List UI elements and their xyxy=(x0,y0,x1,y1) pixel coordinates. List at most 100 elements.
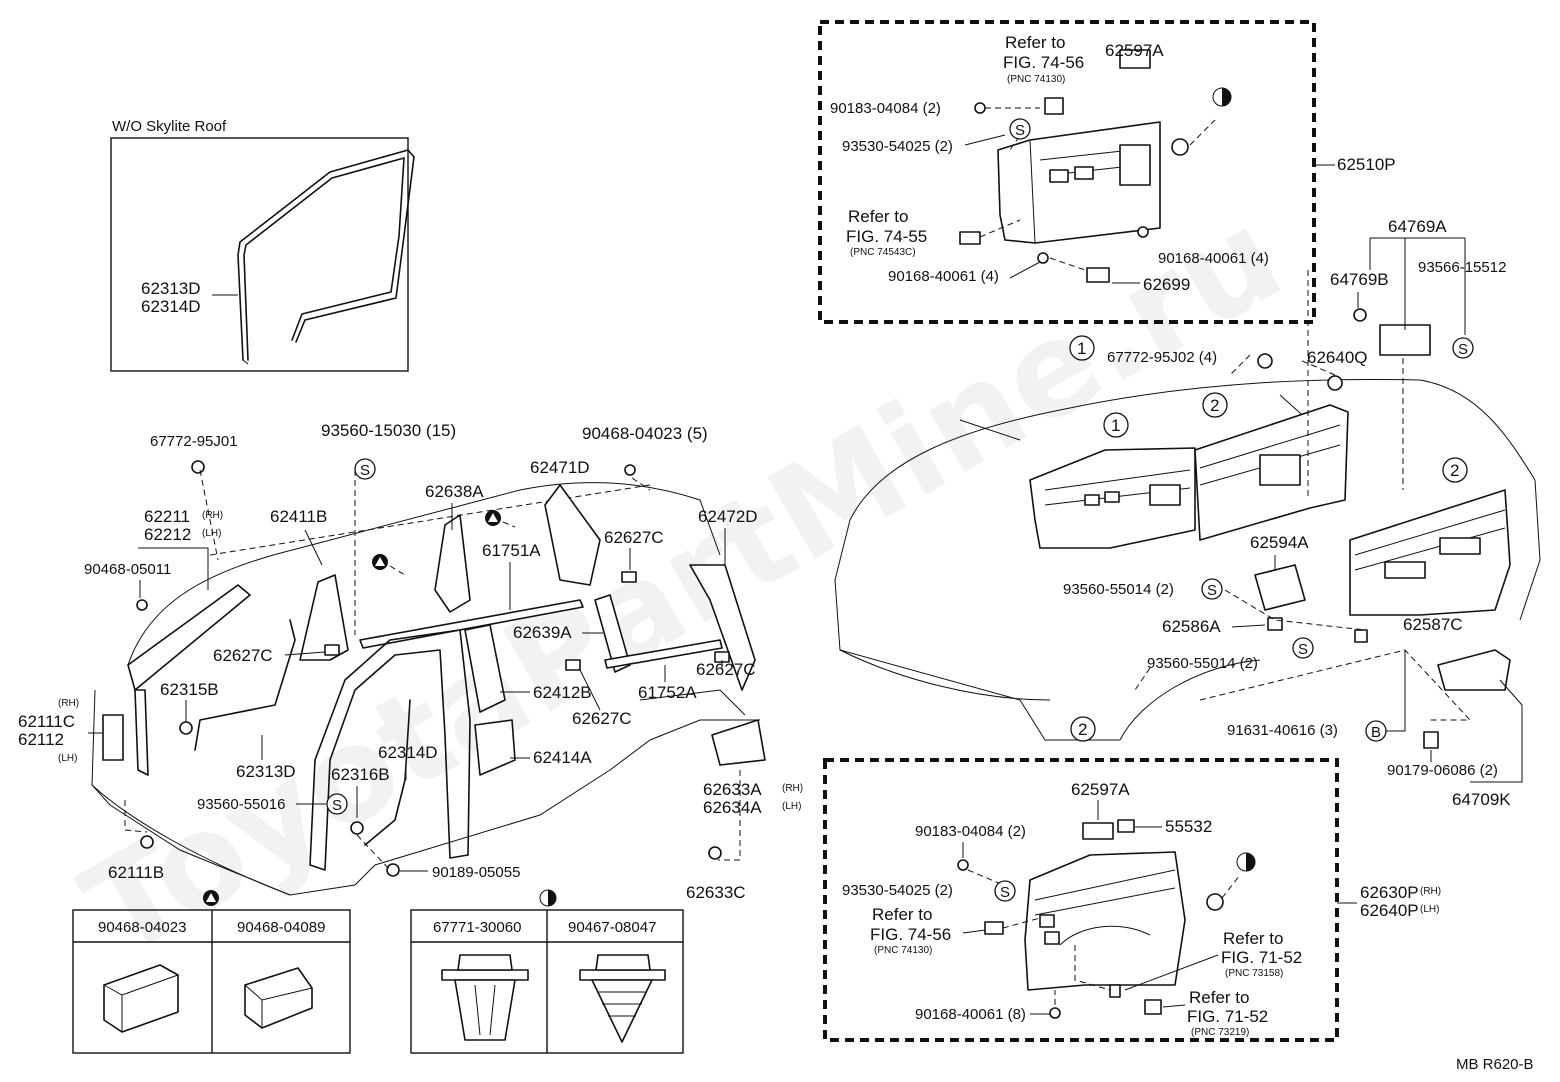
part-label-62315B: 62315B xyxy=(160,680,219,699)
circle-two-marker xyxy=(1202,392,1228,418)
clip-drawing xyxy=(103,964,313,1033)
part-label-62111B: 62111B xyxy=(108,863,164,882)
figure-reference: FIG. 74-56 xyxy=(1003,53,1084,72)
fastener-part-number: 90468-04023 xyxy=(98,919,186,936)
part-label-90183-04084-b: 90183-04084 (2) xyxy=(915,823,1026,840)
part-label-62412B: 62412B xyxy=(533,683,592,702)
part-label-62313D-b: 62313D xyxy=(236,762,296,781)
part-label-62594A: 62594A xyxy=(1250,533,1309,552)
pnc-reference: (PNC 74130) xyxy=(1007,74,1065,85)
refer-to-label: Refer to xyxy=(1005,33,1065,52)
s-mark xyxy=(994,880,1016,902)
part-label-62699: 62699 xyxy=(1143,275,1190,294)
footer-code: MB R620-B xyxy=(1456,1056,1534,1073)
part-label-55532: 55532 xyxy=(1165,817,1212,836)
triangle-marker xyxy=(485,510,501,526)
circle-two-text: 2 xyxy=(1210,396,1219,415)
part-label-62316B: 62316B xyxy=(331,765,390,784)
part-label-64769B: 64769B xyxy=(1330,270,1389,289)
part-label-62211: 62211 xyxy=(144,507,190,526)
s-mark-text: S xyxy=(1015,122,1025,139)
s-mark xyxy=(1452,337,1474,359)
part-label-62212: 62212 xyxy=(144,525,191,544)
quarter-trim-lower-drawing xyxy=(957,819,1241,1019)
part-label-62313D: 62313D xyxy=(141,279,201,298)
circle-one-text: 1 xyxy=(1077,339,1086,358)
half-circle-marker xyxy=(1212,87,1232,107)
refer-to-label: Refer to xyxy=(1223,929,1283,948)
part-label-90168-40061-b: 90168-40061 (8) xyxy=(915,1006,1026,1023)
refer-to-label: Refer to xyxy=(872,905,932,924)
s-mark-text: S xyxy=(332,797,342,814)
part-label-91631-40616: 91631-40616 (3) xyxy=(1227,722,1338,739)
s-mark xyxy=(1292,637,1314,659)
s-mark-text: S xyxy=(1000,884,1010,901)
part-label-93566-15512: 93566-15512 xyxy=(1418,259,1506,276)
circle-one-text: 1 xyxy=(1111,416,1120,435)
rh-tag: (RH) xyxy=(202,510,223,521)
part-label-62414A: 62414A xyxy=(533,748,592,767)
rh-tag: (RH) xyxy=(1420,886,1441,897)
figure-reference: FIG. 71-52 xyxy=(1221,948,1302,967)
pnc-reference: (PNC 74130) xyxy=(874,945,932,956)
part-label-90468-04023: 90468-04023 (5) xyxy=(582,424,708,443)
part-label-90168-40061: 90168-40061 (4) xyxy=(888,268,999,285)
part-label-62633C: 62633C xyxy=(686,883,746,902)
part-label-62112: 62112 xyxy=(18,730,64,749)
refer-to-label: Refer to xyxy=(1189,988,1249,1007)
fastener-part-number: 90468-04089 xyxy=(237,919,325,936)
quarter-trim-upper-drawing xyxy=(959,49,1216,283)
part-label-90468-05011: 90468-05011 xyxy=(84,561,171,578)
inset-title: W/O Skylite Roof xyxy=(112,118,227,135)
lh-tag: (LH) xyxy=(1420,904,1439,915)
figure-reference: FIG. 71-52 xyxy=(1187,1007,1268,1026)
s-mark-text: S xyxy=(1207,582,1217,599)
push-clip-drawing xyxy=(441,954,666,1043)
part-label-93530-54025-b: 93530-54025 (2) xyxy=(842,882,953,899)
part-label-62627C-c: 62627C xyxy=(696,660,756,679)
part-label-62471D: 62471D xyxy=(530,458,590,477)
lh-tag: (LH) xyxy=(58,753,77,764)
s-mark-text: S xyxy=(1458,341,1468,358)
pnc-reference: (PNC 73158) xyxy=(1225,968,1283,979)
s-mark xyxy=(354,458,376,480)
vehicle-body-right xyxy=(834,270,1541,749)
circle-one-marker xyxy=(1103,412,1129,438)
assembly-frame-62630P xyxy=(823,758,1339,1042)
triangle-marker xyxy=(372,554,388,570)
half-circle-table-header-icon xyxy=(539,889,557,907)
part-label-62627C-d: 62627C xyxy=(572,709,632,728)
triangle-table-header-icon xyxy=(203,890,219,906)
part-label-62639A: 62639A xyxy=(513,623,572,642)
part-label-62634A: 62634A xyxy=(703,798,762,817)
figure-reference: FIG. 74-55 xyxy=(846,227,927,246)
s-mark xyxy=(326,793,348,815)
lock-striker-part xyxy=(102,714,124,761)
part-label-90179-06086: 90179-06086 (2) xyxy=(1387,762,1498,779)
part-label-64769A: 64769A xyxy=(1388,217,1447,236)
circle-two-marker xyxy=(1070,716,1096,742)
part-label-62510P: 62510P xyxy=(1337,155,1396,174)
part-label-93560-55014-b: 93560-55014 (2) xyxy=(1147,655,1258,672)
part-label-62587C: 62587C xyxy=(1403,615,1463,634)
circle-one-marker xyxy=(1069,335,1095,361)
inset-box xyxy=(110,137,409,372)
part-label-90183-04084: 90183-04084 (2) xyxy=(830,100,941,117)
part-label-62597A-b: 62597A xyxy=(1071,780,1130,799)
fastener-part-number: 67771-30060 xyxy=(433,919,521,936)
part-label-93560-15030: 93560-15030 (15) xyxy=(321,421,456,440)
part-label-62111C: 62111C xyxy=(18,712,75,731)
lh-tag: (LH) xyxy=(782,801,801,812)
part-label-64709K: 64709K xyxy=(1452,790,1511,809)
part-label-62640Q: 62640Q xyxy=(1307,348,1368,367)
part-label-62411B: 62411B xyxy=(270,507,327,526)
part-label-62314D: 62314D xyxy=(141,297,201,316)
part-label-62586A: 62586A xyxy=(1162,617,1221,636)
door-weatherstrip-drawing xyxy=(237,149,415,365)
pnc-reference: (PNC 73219) xyxy=(1191,1027,1249,1038)
s-mark-text: S xyxy=(1298,641,1308,658)
fastener-part-number: 90467-08047 xyxy=(568,919,656,936)
part-label-62633A: 62633A xyxy=(703,780,762,799)
rh-tag: (RH) xyxy=(782,783,803,794)
pnc-reference: (PNC 74543C) xyxy=(850,247,916,258)
